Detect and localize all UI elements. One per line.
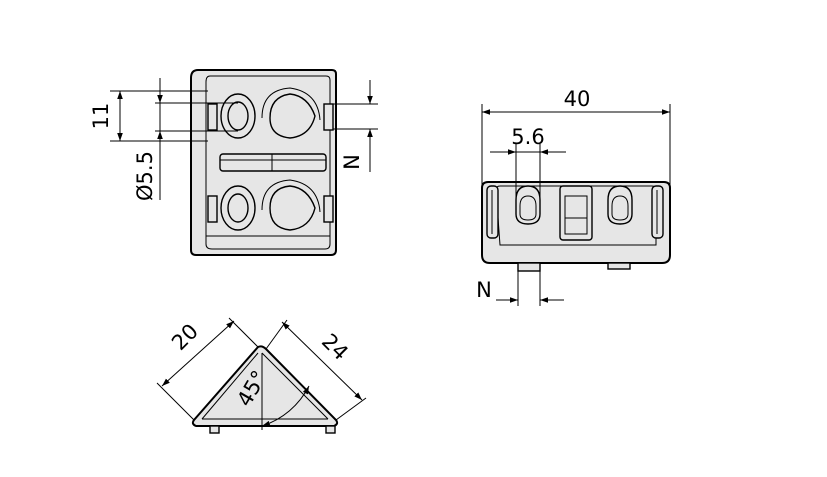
front-right-tab-bottom bbox=[323, 195, 334, 223]
side-hole-left bbox=[515, 185, 541, 225]
front-drop-bottom bbox=[269, 185, 316, 231]
front-drop-top bbox=[269, 93, 316, 139]
front-dim-offset: N bbox=[340, 154, 364, 170]
side-view: 40 5.6 N bbox=[476, 87, 671, 306]
side-dim-hole-spacing: 5.6 bbox=[511, 125, 544, 149]
side-center-block bbox=[559, 185, 593, 241]
side-dim-offset: N bbox=[476, 278, 492, 302]
front-left-tab-bottom bbox=[207, 195, 218, 223]
side-pin-left bbox=[517, 262, 541, 272]
front-view-recess bbox=[205, 75, 331, 250]
side-hole-left-inner bbox=[519, 195, 537, 221]
front-middle-slot bbox=[219, 153, 327, 172]
front-dim-height: 11 bbox=[89, 103, 113, 130]
side-pin-right bbox=[607, 262, 631, 270]
front-left-tab-top bbox=[207, 103, 218, 131]
angle-pin-left bbox=[209, 425, 220, 434]
side-hole-right bbox=[607, 185, 633, 225]
front-hole-bottom-inner bbox=[227, 193, 249, 223]
front-drop-bottom-contour bbox=[261, 179, 321, 213]
angle-dim-leg-left: 20 bbox=[167, 319, 203, 355]
side-dim-width: 40 bbox=[564, 87, 591, 111]
angle-view: 20 24 45° bbox=[156, 317, 367, 434]
front-drop-top-contour bbox=[261, 87, 321, 121]
side-hole-right-inner bbox=[611, 195, 629, 221]
angle-pin-right bbox=[325, 425, 336, 434]
front-hole-top-inner bbox=[227, 101, 249, 131]
front-view: 11 Ø5.5 N bbox=[89, 69, 378, 256]
front-dim-diameter: Ø5.5 bbox=[133, 151, 157, 201]
front-right-tab-top bbox=[323, 103, 334, 131]
angle-dim-leg-right: 24 bbox=[317, 329, 353, 365]
